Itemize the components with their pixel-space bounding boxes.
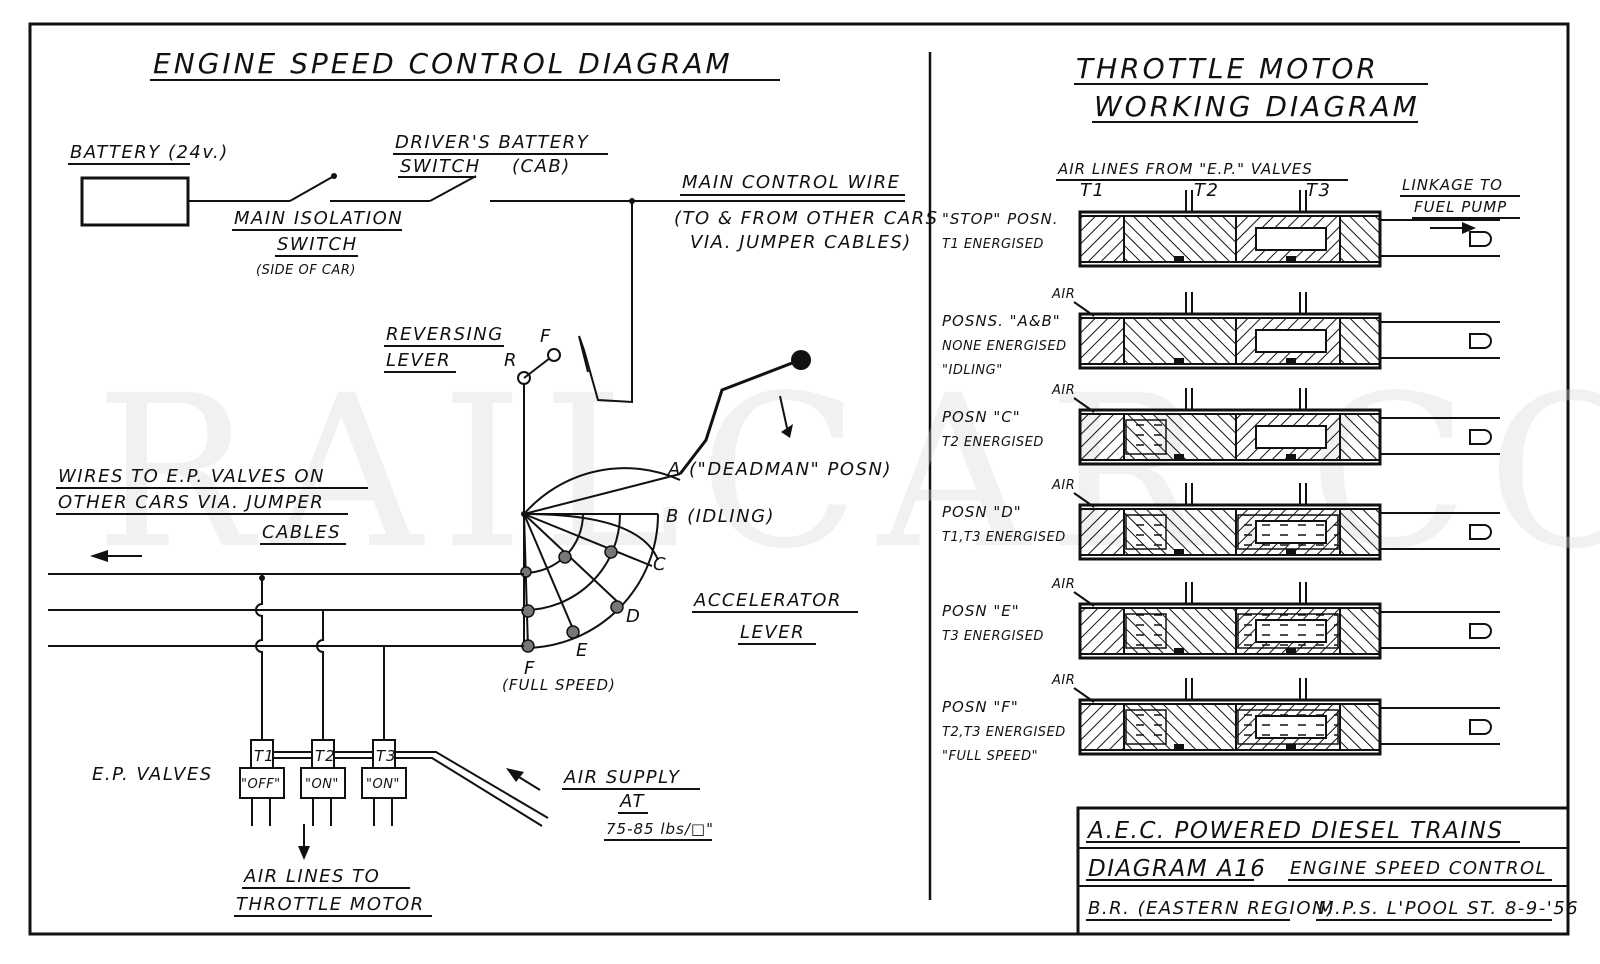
pos-b-label: B (IDLING) [666, 506, 775, 527]
row-6-air-label: AIR [1051, 673, 1075, 688]
motor-row-1: "STOP" POSN. T1 ENERGISED [942, 190, 1500, 268]
right-title-1: THROTTLE MOTOR [1076, 52, 1379, 85]
motor-row-3: POSN "C" T2 ENERGISED AIR [942, 383, 1500, 466]
title-block: A.E.C. POWERED DIESEL TRAINS DIAGRAM A16… [1076, 806, 1579, 933]
wires-to-ep-label: WIRES TO E.P. VALVES ON [58, 466, 325, 487]
side-of-car-label: (SIDE OF CAR) [256, 263, 356, 278]
ep-valve-t3: T3 "ON" [361, 739, 407, 826]
svg-text:T3: T3 [376, 747, 397, 765]
air-supply-at: AT [619, 791, 646, 812]
rev-r-label: R [504, 350, 518, 371]
accelerator-lever-label-2: LEVER [740, 622, 805, 643]
motor-row-6: POSN "F" T2,T3 ENERGISED "FULL SPEED" AIR [942, 673, 1500, 764]
pos-d-label: D [626, 606, 641, 627]
row-6-label-2: T2,T3 ENERGISED [942, 725, 1066, 740]
drivers-battery-switch [429, 175, 477, 202]
t1-label: T1 [1080, 180, 1105, 201]
cab-label: (CAB) [512, 156, 571, 177]
pos-a-label: A ("DEADMAN" POSN) [667, 459, 892, 480]
titlebox-subject: ENGINE SPEED CONTROL [1290, 858, 1547, 879]
row-2-label-1: POSNS. "A&B" [942, 312, 1061, 330]
air-supply-label: AIR SUPPLY [563, 767, 681, 788]
t3-label: T3 [1306, 180, 1331, 201]
rev-f-label: F [540, 326, 552, 347]
fuel-pump-label: FUEL PUMP [1414, 198, 1507, 216]
svg-text:"OFF": "OFF" [241, 777, 281, 792]
row-3-air-label: AIR [1051, 383, 1075, 398]
row-1-label-2: T1 ENERGISED [942, 237, 1044, 252]
ep-valve-t1: T1 "OFF" [239, 739, 285, 826]
row-2-label-3: "IDLING" [942, 363, 1003, 378]
row-4-label-2: T1,T3 ENERGISED [942, 530, 1066, 545]
to-from-cars-label: (TO & FROM OTHER CARS [674, 208, 939, 229]
reversing-lever-label: REVERSING [386, 324, 504, 345]
wires-to-ep-label-3: CABLES [262, 522, 341, 543]
air-lines-from-label: AIR LINES FROM "E.P." VALVES [1057, 160, 1313, 178]
row-2-label-2: NONE ENERGISED [942, 339, 1067, 354]
sheet-border [28, 22, 1570, 936]
pos-c-label: C [653, 554, 667, 575]
accelerator-lever-label: ACCELERATOR [693, 590, 842, 611]
svg-text:"ON": "ON" [305, 777, 339, 792]
pos-f-label: F [524, 658, 536, 679]
air-lines-label: AIR LINES TO [243, 866, 380, 887]
motor-row-5: POSN "E" T3 ENERGISED AIR [942, 577, 1500, 660]
row-5-label-2: T3 ENERGISED [942, 629, 1044, 644]
svg-text:"ON": "ON" [366, 777, 400, 792]
jumper-cables-label: VIA. JUMPER CABLES) [690, 232, 912, 253]
row-6-label-3: "FULL SPEED" [942, 749, 1038, 764]
row-3-label-1: POSN "C" [942, 408, 1021, 426]
main-isolation-switch [289, 175, 335, 202]
row-2-air-label: AIR [1051, 287, 1075, 302]
linkage-label: LINKAGE TO [1402, 176, 1503, 194]
accelerator-lever [678, 358, 801, 475]
row-4-label-1: POSN "D" [942, 503, 1022, 521]
accelerator-quadrant [520, 467, 681, 653]
rev-f-contact [547, 348, 561, 362]
pos-e-label: E [576, 640, 589, 661]
row-3-label-2: T2 ENERGISED [942, 435, 1044, 450]
reversing-lever-label-2: LEVER [386, 350, 451, 371]
row-4-air-label: AIR [1051, 478, 1075, 493]
main-control-wire-label: MAIN CONTROL WIRE [682, 172, 900, 193]
battery-label: BATTERY (24v.) [70, 142, 229, 163]
row-5-label-1: POSN "E" [942, 602, 1020, 620]
left-title: ENGINE SPEED CONTROL DIAGRAM [153, 47, 733, 80]
main-isolation-label: MAIN ISOLATION [234, 208, 403, 229]
air-lines-label-2: THROTTLE MOTOR [236, 894, 425, 915]
motor-row-4: POSN "D" T1,T3 ENERGISED AIR [942, 478, 1500, 561]
titlebox-date: M.P.S. L'POOL ST. 8-9-'56 [1318, 898, 1579, 919]
full-speed-label: (FULL SPEED) [502, 676, 616, 694]
motor-row-2: POSNS. "A&B" NONE ENERGISED "IDLING" AIR [942, 287, 1500, 378]
ep-valves-label: E.P. VALVES [92, 764, 213, 785]
titlebox-line1: A.E.C. POWERED DIESEL TRAINS [1086, 818, 1503, 844]
titlebox-region: B.R. (EASTERN REGION) [1088, 898, 1336, 919]
titlebox-diagram: DIAGRAM A16 [1088, 856, 1266, 882]
battery-box [80, 176, 190, 227]
row-1-label-1: "STOP" POSN. [942, 210, 1058, 228]
svg-text:T1: T1 [254, 747, 275, 765]
drivers-switch-label-2: SWITCH [400, 156, 481, 177]
throttle-motor-rows: "STOP" POSN. T1 ENERGISED POSNS. "A&B" NONE… [942, 190, 1500, 764]
row-6-label-1: POSN "F" [942, 698, 1019, 716]
main-isolation-label-2: SWITCH [277, 234, 358, 255]
accelerator-knob [791, 350, 811, 370]
air-supply-pressure: 75-85 lbs/□" [606, 820, 714, 838]
drivers-switch-label: DRIVER'S BATTERY [395, 132, 590, 153]
ep-valve-t2: T2 "ON" [300, 739, 346, 826]
t2-label: T2 [1194, 180, 1219, 201]
svg-text:T2: T2 [315, 747, 336, 765]
wires-to-ep-label-2: OTHER CARS VIA. JUMPER [58, 492, 324, 513]
row-5-air-label: AIR [1051, 577, 1075, 592]
right-title-2: WORKING DIAGRAM [1094, 90, 1420, 123]
